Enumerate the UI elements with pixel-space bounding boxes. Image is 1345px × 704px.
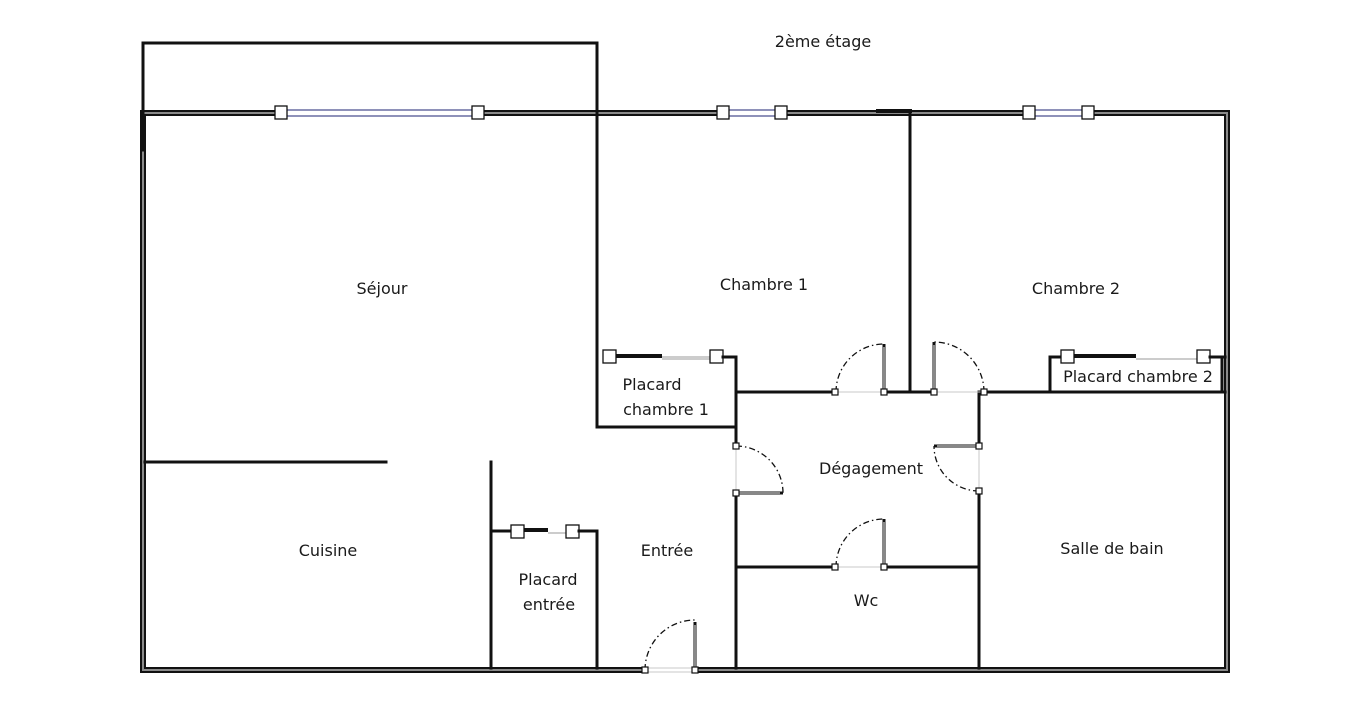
- window-chambre1: [716, 105, 788, 120]
- closet-door-chambre2: [1048, 349, 1227, 364]
- room-label-placard-chambre1-line1: Placard: [623, 375, 682, 394]
- floor-title: 2ème étage: [775, 32, 871, 51]
- room-label-salle-de-bain: Salle de bain: [1060, 539, 1163, 558]
- room-label-cuisine: Cuisine: [299, 541, 358, 560]
- door-entrance: [641, 619, 699, 674]
- door-chambre2: [930, 341, 988, 396]
- room-label-chambre2: Chambre 2: [1032, 279, 1120, 298]
- room-label-placard-chambre2: Placard chambre 2: [1063, 367, 1213, 386]
- room-label-sejour: Séjour: [357, 279, 408, 298]
- door-wc: [831, 518, 888, 571]
- room-label-wc: Wc: [854, 591, 879, 610]
- room-label-chambre1: Chambre 1: [720, 275, 808, 294]
- interior-walls: [143, 109, 1227, 670]
- door-salle-de-bain: [933, 442, 983, 495]
- window-chambre2: [1022, 105, 1095, 120]
- room-label-placard-entree-line2: entrée: [523, 595, 575, 614]
- door-degagement: [732, 442, 784, 497]
- room-label-entree: Entrée: [641, 541, 693, 560]
- room-label-degagement: Dégagement: [819, 459, 923, 478]
- room-label-placard-entree-line1: Placard: [519, 570, 578, 589]
- closet-door-chambre1: [602, 349, 738, 364]
- upper-outline: [141, 41, 599, 152]
- window-sejour: [274, 105, 485, 120]
- door-chambre1: [831, 343, 888, 396]
- room-label-placard-chambre1-line2: chambre 1: [623, 400, 709, 419]
- closet-door-entree: [510, 524, 599, 539]
